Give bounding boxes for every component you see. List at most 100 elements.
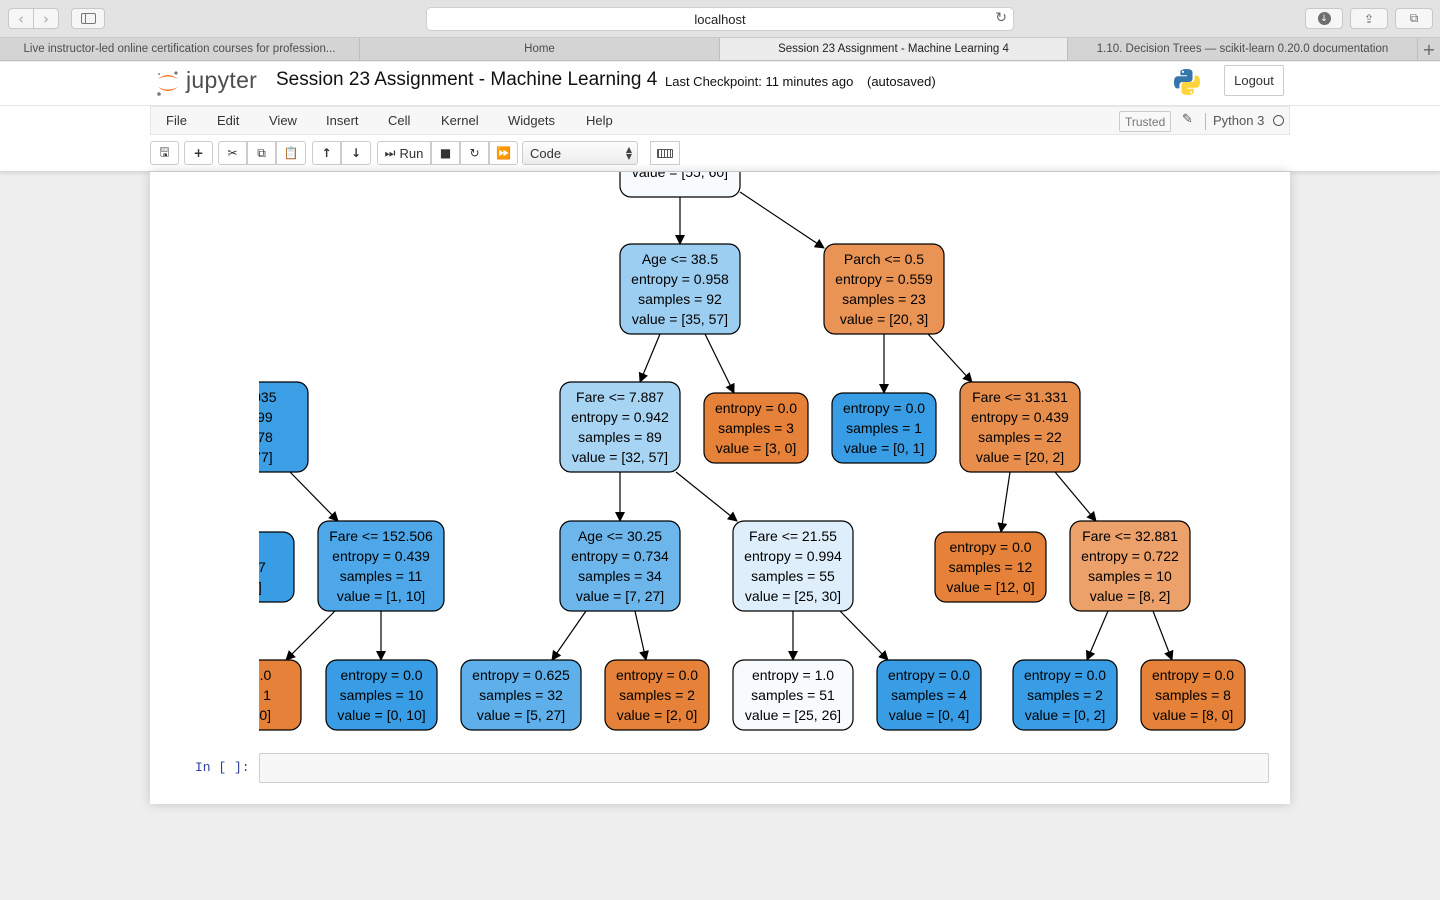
browser-tab[interactable]: Home [360,38,720,60]
notebook-title[interactable]: Session 23 Assignment - Machine Learning… [276,69,658,90]
browser-tab[interactable]: 1.10. Decision Trees — scikit-learn 0.20… [1068,38,1418,60]
menu-file[interactable]: File [166,113,187,128]
browser-tab[interactable]: Live instructor-led online certification… [0,38,360,60]
back-button[interactable]: ‹ [8,8,34,29]
fast-forward-icon: ⏩ [496,146,511,160]
tree-node-text: s = 1 [240,687,271,703]
tree-node-text: samples = 3 [718,420,794,436]
tree-node: value = [55, 60] [619,172,741,198]
tree-node-text: samples = 1 [846,420,922,436]
address-text: localhost [694,11,746,27]
tree-node-box [703,392,809,464]
copy-icon: ⧉ [257,145,266,160]
tree-node-text: value = [2, 0] [617,707,698,723]
tab-label: Home [524,43,555,55]
tree-node-text: samples = 4 [891,687,967,703]
tree-node-text: value = [32, 57] [572,449,668,465]
jupyter-header: jupyter Session 23 Assignment - Machine … [0,62,1440,106]
forward-button[interactable]: › [33,8,59,29]
trusted-indicator[interactable]: Trusted [1119,111,1172,132]
menu-kernel[interactable]: Kernel [441,113,479,128]
tree-node-text: .099 [245,409,272,425]
notebook-toolbar: 🖫 + ✂ ⧉ 📋 ↑ ↓ ⏭Run ■ ↻ ⏩ Code ▲▼ [150,141,1290,166]
menubar: File Edit View Insert Cell Kernel Widget… [150,106,1290,135]
tab-label: Live instructor-led online certification… [23,43,336,55]
share-icon: ⇪ [1363,11,1375,26]
tree-node-box [959,381,1081,473]
tree-node-text: entropy = 0.734 [571,548,669,564]
notebook-menubar-area: File Edit View Insert Cell Kernel Widget… [0,106,1440,172]
menu-widgets[interactable]: Widgets [508,113,555,128]
save-button[interactable]: 🖫 [150,141,179,165]
download-icon: ↓ [1317,12,1331,25]
kernel-name[interactable]: Python 3 [1213,113,1265,128]
tree-node-text: value = [8, 2] [1090,588,1171,604]
copy-button[interactable]: ⧉ [247,141,276,165]
tree-node-text: Parch <= 0.5 [844,251,924,267]
tree-node-box [934,531,1047,603]
chevron-right-icon: › [43,9,49,28]
checkpoint-status: Last Checkpoint: 11 minutes ago [665,74,854,89]
tree-node-text: entropy = 0.722 [1081,548,1179,564]
tree-node-text: = 78 [245,429,273,445]
tree-node-box [732,659,854,731]
paste-button[interactable]: 📋 [276,141,306,165]
restart-kernel-button[interactable]: ↻ [460,141,489,165]
reload-icon[interactable]: ↻ [995,10,1007,26]
tree-node-text: Age <= 38.5 [642,251,719,267]
show-tabs-button[interactable]: ⧉ [1395,8,1433,29]
interrupt-kernel-button[interactable]: ■ [431,141,460,165]
tree-node-text: = 0.0 [240,667,272,683]
move-down-button[interactable]: ↓ [341,141,371,165]
code-cell-input[interactable] [259,753,1269,783]
new-tab-button[interactable]: + [1418,38,1440,60]
run-button[interactable]: ⏭Run [377,141,431,165]
browser-tab-active[interactable]: Session 23 Assignment - Machine Learning… [720,38,1068,60]
menu-cell[interactable]: Cell [388,113,411,128]
chevron-left-icon: ‹ [18,9,24,28]
restart-run-all-button[interactable]: ⏩ [489,141,518,165]
command-palette-button[interactable] [650,141,680,165]
tree-edge [1054,471,1097,522]
jupyter-logo-icon[interactable] [154,68,182,98]
tree-node-text: samples = 55 [751,568,835,584]
address-bar[interactable]: localhost ↻ [426,7,1014,31]
tree-node-text: samples = 10 [1088,568,1172,584]
tree-node-text: samples = 22 [978,429,1062,445]
tree-edge [551,610,587,661]
logout-button[interactable]: Logout [1224,65,1284,96]
tree-edge [638,333,661,383]
tree-node-text: entropy = 0.0 [888,667,970,683]
cell-type-select[interactable]: Code ▲▼ [522,141,638,165]
tree-node: = 0.0 s = 1 [1, 0] [240,659,302,731]
downloads-button[interactable]: ↓ [1305,8,1343,29]
tree-node-box [732,520,854,612]
insert-cell-button[interactable]: + [184,141,213,165]
tree-node-text: entropy = 0.439 [971,409,1069,425]
tree-node-text: value = [25, 26] [745,707,841,723]
tree-node-text: samples = 23 [842,291,926,307]
tree-node-text: [1, 0] [240,707,271,723]
menu-view[interactable]: View [269,113,297,128]
tree-edge [1085,610,1109,661]
tree-node-text: entropy = 1.0 [752,667,834,683]
move-up-button[interactable]: ↑ [312,141,341,165]
sidebar-toggle-button[interactable] [71,8,105,29]
tree-node-text: entropy = 0.0 [1152,667,1234,683]
menu-edit[interactable]: Edit [217,113,240,128]
cut-button[interactable]: ✂ [218,141,247,165]
share-button[interactable]: ⇪ [1350,8,1388,29]
tab-label: Session 23 Assignment - Machine Learning… [778,43,1009,55]
tree-node-text: Fare <= 32.881 [1082,528,1178,544]
menu-insert[interactable]: Insert [326,113,359,128]
tree-node-box [831,392,937,464]
tree-node-box [1140,659,1246,731]
menu-help[interactable]: Help [586,113,613,128]
